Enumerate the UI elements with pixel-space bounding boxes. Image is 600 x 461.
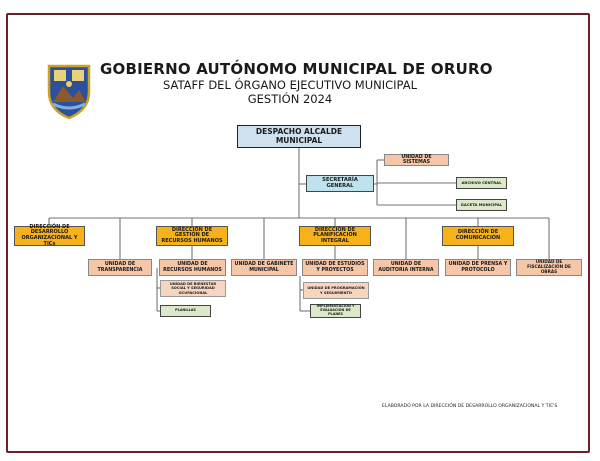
footer-credit: ELABORADO POR LA DIRECCIÓN DE DESARROLLO…: [382, 404, 558, 409]
implementacion-planes-box: IMPLEMENTACIÓN Y EVALUACIÓN DE PLANES: [310, 304, 361, 318]
planillas-box: PLANILLAS: [160, 305, 211, 317]
page-title: GOBIERNO AUTÓNOMO MUNICIPAL DE ORURO: [100, 60, 493, 78]
gaceta-municipal-box: GACETA MUNICIPAL: [456, 199, 507, 211]
direccion-rrhh-box: DIRECCIÓN DE GESTIÓN DE RECURSOS HUMANOS: [156, 226, 228, 246]
direccion-desarrollo-box: DIRECCIÓN DE DESARROLLO ORGANIZACIONAL Y…: [14, 224, 85, 246]
unidad-sistemas-box: UNIDAD DE SISTEMAS: [384, 154, 449, 166]
unidad-programacion-box: UNIDAD DE PROGRAMACIÓN Y SEGUIMIENTO: [303, 282, 369, 299]
unidad-recursos-humanos-box: UNIDAD DE RECURSOS HUMANOS: [159, 259, 226, 276]
page-border: [6, 13, 590, 453]
secretaria-general-box: SECRETARÍA GENERAL: [306, 175, 374, 192]
unidad-transparencia-box: UNIDAD DE TRANSPARENCIA: [88, 259, 152, 276]
unidad-auditoria-box: UNIDAD DE AUDITORIA INTERNA: [373, 259, 439, 276]
unidad-prensa-box: UNIDAD DE PRENSA Y PROTOCOLO: [445, 259, 511, 276]
archivo-central-box: ARCHIVO CENTRAL: [456, 177, 507, 189]
unidad-estudios-proyectos-box: UNIDAD DE ESTUDIOS Y PROYECTOS: [302, 259, 368, 276]
page-year: GESTIÓN 2024: [247, 92, 333, 106]
municipal-coat-of-arms-icon: [47, 64, 91, 120]
despacho-alcalde-box: DESPACHO ALCALDE MUNICIPAL: [237, 125, 361, 148]
unidad-bienestar-box: UNIDAD DE BIENESTAR SOCIAL Y SEGURIDAD O…: [160, 280, 226, 297]
unidad-gabinete-box: UNIDAD DE GABINETE MUNICIPAL: [231, 259, 297, 276]
page-subtitle: SATAFF DEL ÓRGANO EJECUTIVO MUNICIPAL: [162, 78, 418, 92]
unidad-fiscalizacion-box: UNIDAD DE FISCALIZACIÓN DE OBRAS: [516, 259, 582, 276]
direccion-comunicacion-box: DIRECCIÓN DE COMUNICACIÓN: [442, 226, 514, 246]
direccion-planificacion-box: DIRECCION DE PLANIFICACION INTEGRAL: [299, 226, 371, 246]
